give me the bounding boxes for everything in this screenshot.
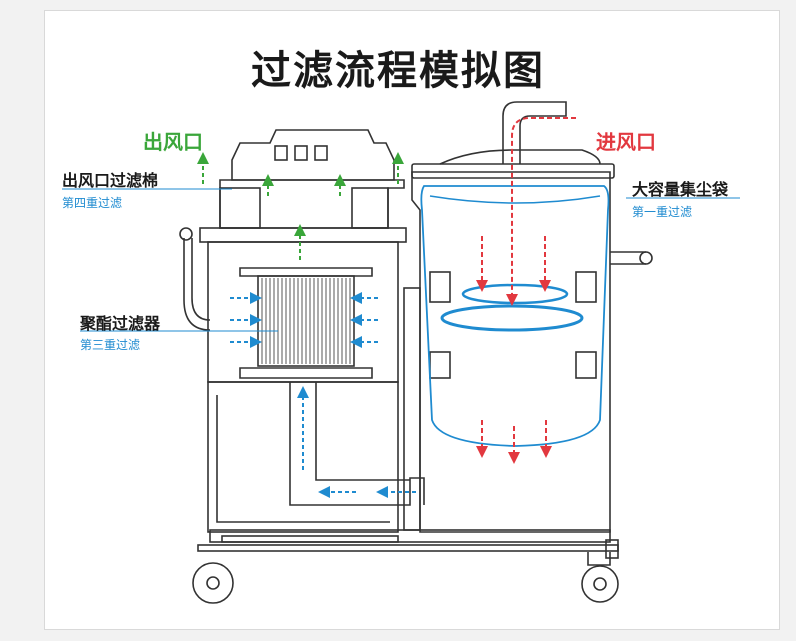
tank-clamp [429, 351, 451, 379]
filter-bottom [239, 367, 373, 379]
outlet-filter-label: 出风口过滤棉 [62, 171, 159, 190]
side-knob [639, 251, 653, 265]
motor-flange [199, 227, 407, 243]
machine-outline [179, 101, 653, 604]
inlet-pipe [502, 101, 567, 164]
cap-button [274, 145, 288, 161]
stage4-label: 第四重过滤 [62, 196, 123, 210]
motor-housing [219, 179, 405, 229]
inlet-flow [476, 117, 576, 464]
stage1-label: 第一重过滤 [632, 205, 693, 219]
stage3-label: 第三重过滤 [80, 338, 141, 352]
cap-button [294, 145, 308, 161]
filter-top [239, 267, 373, 277]
tank-clamp [575, 351, 597, 379]
dust-bag [420, 185, 610, 447]
filter-pleats [261, 278, 351, 364]
swirl-lower [440, 304, 584, 332]
polyester-filter-label: 聚酯过滤器 [80, 314, 161, 333]
left-wheel [192, 562, 234, 604]
tank-lid [411, 163, 615, 179]
tank-clamp [575, 271, 597, 303]
filter-chamber [207, 241, 399, 383]
lower-cabinet [207, 381, 399, 533]
inlet-label: 进风口 [596, 130, 656, 154]
outlet-label: 出风口 [143, 130, 203, 154]
side-hose [183, 238, 211, 331]
outlet-flow [197, 152, 404, 260]
swirl-upper [461, 283, 569, 305]
duct [289, 382, 425, 506]
chassis [209, 529, 611, 543]
motor-cap [231, 129, 395, 181]
diagram-card [44, 10, 780, 630]
leader-lines [62, 188, 740, 332]
filter-flow [230, 292, 416, 498]
tank-clamp [429, 271, 451, 303]
collection-tank [411, 171, 611, 533]
dust-bag-label: 大容量集尘袋 [632, 180, 729, 199]
cap-button [314, 145, 328, 161]
page-title: 过滤流程模拟图 [251, 48, 545, 94]
right-wheel [581, 565, 619, 603]
